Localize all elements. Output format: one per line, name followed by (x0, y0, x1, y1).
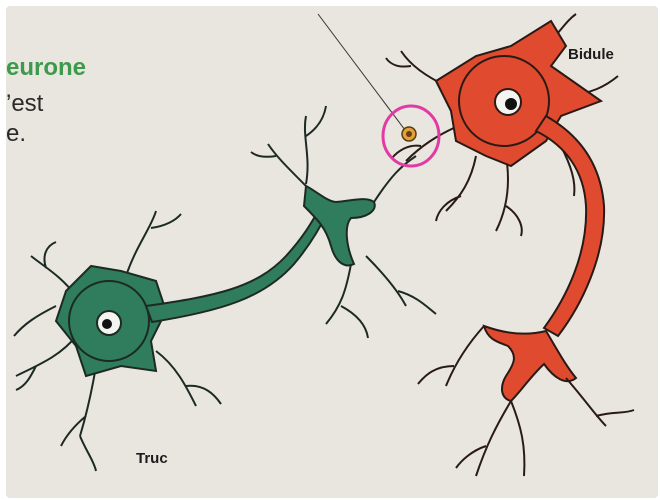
green-nucleolus (102, 319, 112, 329)
green-neuron (14, 106, 436, 471)
neurons-illustration (6, 6, 658, 498)
vesicle-core (406, 131, 412, 137)
green-axon (146, 206, 328, 322)
red-neuron (386, 14, 634, 476)
pointer-line (318, 14, 408, 134)
paper-sheet: eurone ’est e. (6, 6, 658, 498)
red-axon (536, 116, 604, 336)
label-bidule: Bidule (568, 46, 614, 63)
red-nucleolus (505, 98, 517, 110)
label-truc: Truc (136, 450, 168, 467)
red-axon-terminal (484, 326, 576, 401)
